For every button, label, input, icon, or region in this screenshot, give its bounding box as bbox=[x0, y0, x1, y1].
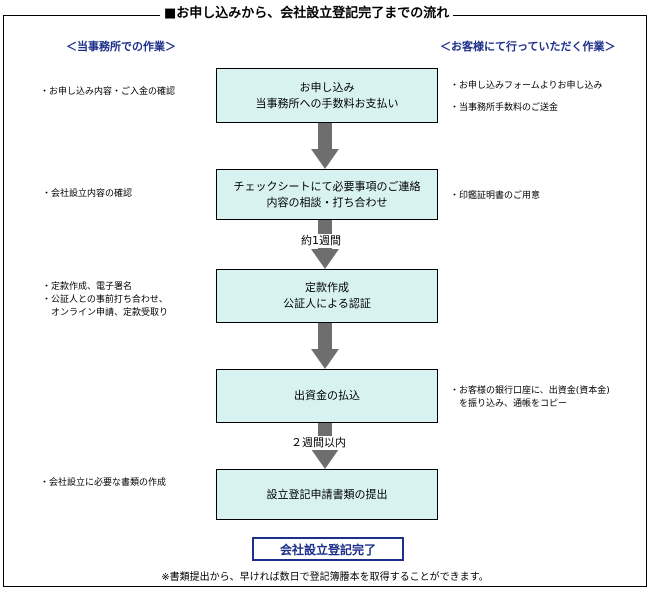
step-line: 設立登記申請書類の提出 bbox=[266, 487, 388, 501]
left-column-header: ＜当事務所での作業＞ bbox=[66, 40, 176, 53]
customer-task-note: ・印鑑証明書のご用意 bbox=[450, 191, 541, 201]
step-line: 内容の相談・打ち合わせ bbox=[266, 195, 388, 209]
down-arrow-icon bbox=[311, 323, 339, 369]
period-label: ２週間以内 bbox=[290, 436, 347, 450]
completion-badge: 会社設立登記完了 bbox=[252, 537, 404, 561]
step-line: 定款作成 bbox=[305, 281, 349, 294]
right-column-header: ＜お客様にて行っていただく作業＞ bbox=[440, 40, 616, 53]
step-line: 出資金の払込 bbox=[294, 389, 360, 402]
page-title: ■お申し込みから、会社設立登記完了までの流れ bbox=[160, 4, 454, 24]
step-line: お申し込み bbox=[299, 80, 355, 94]
step-box-capital-payment: 出資金の払込 bbox=[216, 369, 438, 423]
period-label: 約1週間 bbox=[300, 234, 342, 248]
office-task-note: ・お申し込み内容・ご入金の確認 bbox=[40, 87, 176, 97]
customer-task-note: ・お申し込みフォームよりお申し込み ・当事務所手数料のご送金 bbox=[450, 81, 603, 113]
office-task-note: ・会社設立内容の確認 bbox=[42, 189, 133, 199]
step-box-filing: 設立登記申請書類の提出 bbox=[216, 469, 438, 520]
down-arrow-icon bbox=[311, 123, 339, 169]
step-box-checksheet: チェックシートにて必要事項のご連絡 内容の相談・打ち合わせ bbox=[216, 169, 438, 220]
footnote: ※書類提出から、早ければ数日で登記簿謄本を取得することができます。 bbox=[161, 572, 489, 583]
step-box-articles: 定款作成 公証人による認証 bbox=[216, 269, 438, 323]
customer-task-note: ・お客様の銀行口座に、出資金(資本金) を振り込み、通帳をコピー bbox=[450, 386, 610, 409]
office-task-note: ・定款作成、電子署名 ・公証人との事前打ち合わせ、 オンライン申請、定款受取り bbox=[42, 282, 169, 318]
office-task-note: ・会社設立に必要な書類の作成 bbox=[40, 478, 167, 488]
step-line: 当事務所への手数料お支払い bbox=[255, 96, 399, 110]
step-line: チェックシートにて必要事項のご連絡 bbox=[233, 179, 421, 193]
step-line: 公証人による認証 bbox=[283, 297, 371, 310]
step-box-application: お申し込み 当事務所への手数料お支払い bbox=[216, 68, 438, 123]
